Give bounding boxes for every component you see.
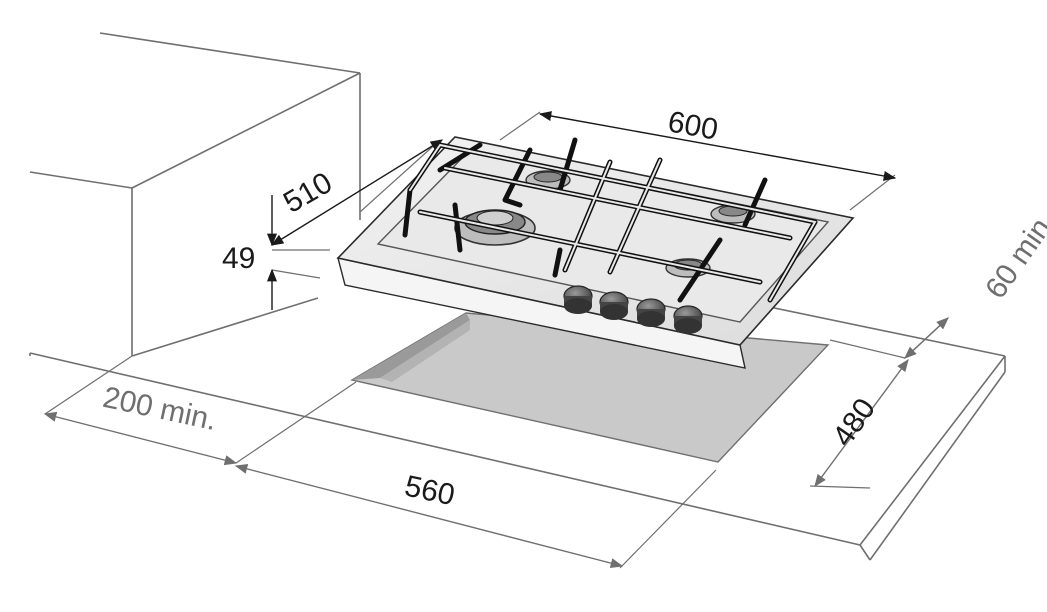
dimension-label-560: 560 bbox=[402, 470, 458, 513]
dimension-label-200-min: 200 min. bbox=[100, 381, 219, 437]
dimension-label-510: 510 bbox=[278, 166, 338, 220]
dimension-arrow-icon bbox=[43, 317, 949, 569]
dimension-label-49: 49 bbox=[222, 242, 255, 275]
countertop bbox=[29, 297, 1006, 561]
dimension-label-60-min: 60 min. bbox=[979, 205, 1047, 305]
control-knob-icon bbox=[673, 305, 703, 334]
dimension-label-480: 480 bbox=[826, 393, 882, 453]
dimension-arrow-icon bbox=[266, 111, 897, 310]
control-knob-icon bbox=[599, 291, 629, 320]
control-knob-icon bbox=[636, 298, 666, 327]
gas-hob bbox=[336, 136, 855, 369]
control-knob-icon bbox=[563, 285, 593, 314]
dimension-label-600: 600 bbox=[665, 105, 720, 146]
